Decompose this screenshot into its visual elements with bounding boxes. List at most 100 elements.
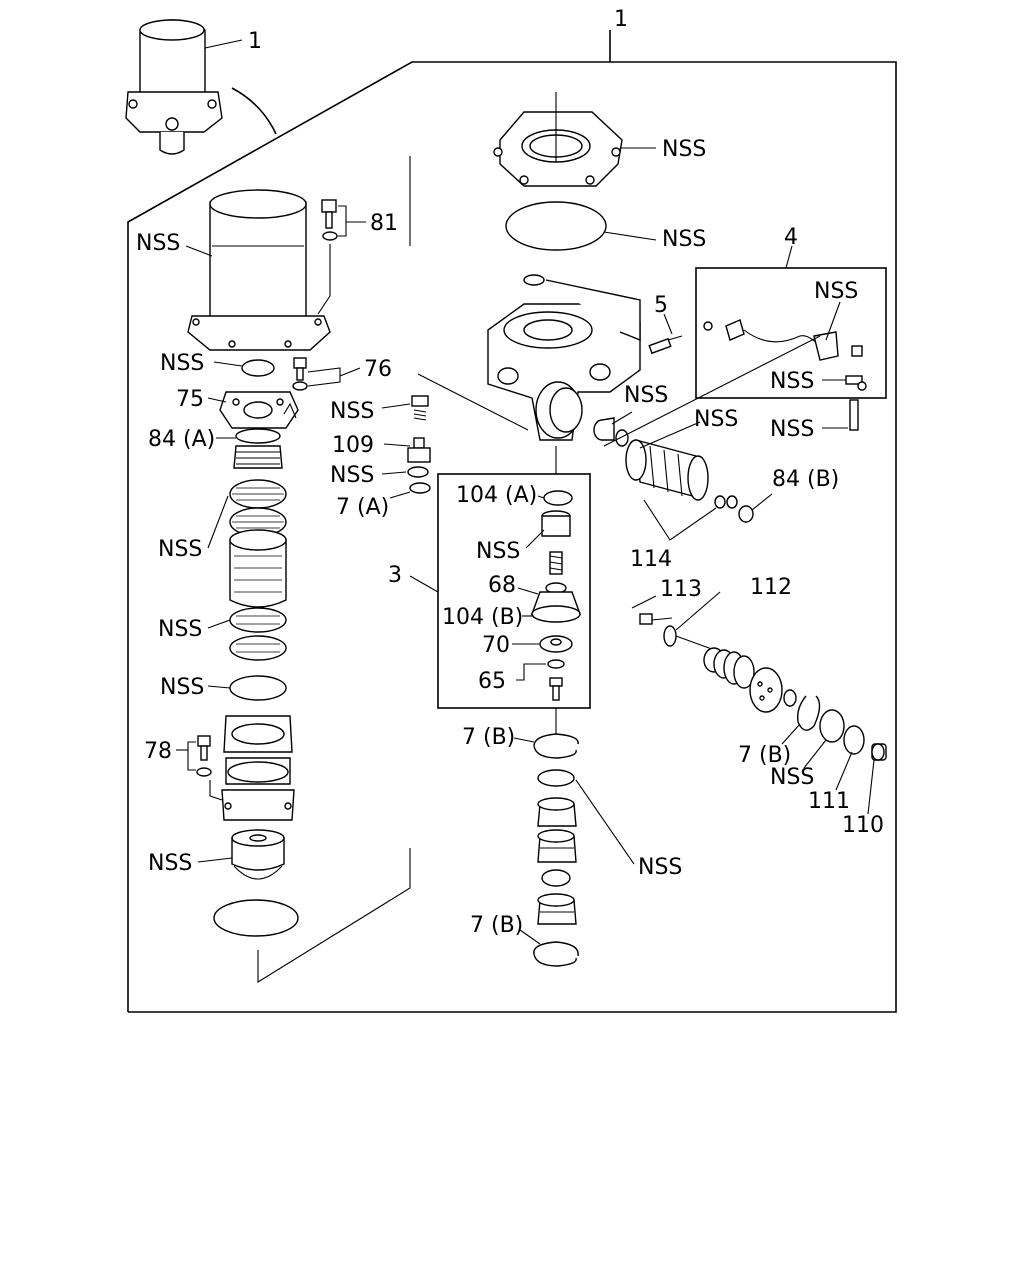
label-heater-nss-3: NSS [770, 417, 814, 442]
bolt-78 [196, 735, 212, 777]
bracket-81 [338, 205, 347, 237]
label-box-3: 3 [388, 563, 402, 588]
label-stack-nss: NSS [638, 855, 682, 880]
label-7b-right: 7 (B) [738, 743, 791, 768]
sensor-5 [648, 335, 683, 355]
leader-5 [663, 313, 673, 335]
leader-81-down [317, 244, 331, 315]
leader-washer-nss [803, 739, 827, 769]
lower-housing [221, 715, 295, 821]
bolt-81 [321, 199, 338, 241]
filter-stack-upper [229, 479, 287, 608]
leader-heater-nss-1 [825, 301, 841, 341]
leader-filters-nss [207, 495, 229, 549]
label-washer-nss: NSS [770, 765, 814, 790]
label-cartridge-nss: NSS [136, 231, 180, 256]
label-piston-nss: NSS [476, 539, 520, 564]
label-70: 70 [482, 633, 510, 658]
label-68: 68 [488, 573, 516, 598]
label-ring-nss: NSS [330, 463, 374, 488]
leader-111 [835, 751, 853, 791]
label-65: 65 [478, 669, 506, 694]
leader-113 [631, 595, 657, 609]
leader-114 [643, 499, 717, 541]
leader-sleeve-up [603, 335, 821, 447]
label-valve-nss: NSS [330, 399, 374, 424]
label-assembly-top: 1 [614, 7, 628, 32]
label-114: 114 [630, 547, 672, 572]
bracket-76 [307, 367, 341, 387]
label-7b-bottom: 7 (B) [470, 913, 523, 938]
box-4 [695, 267, 887, 399]
leader-75-tie [283, 402, 297, 419]
leader-lower-frame [257, 848, 411, 983]
part-112 [663, 625, 797, 713]
label-109: 109 [332, 433, 374, 458]
leader-109 [383, 443, 411, 447]
leader-valve-housing [417, 373, 529, 431]
leader-box-3 [409, 575, 439, 593]
plate-75 [219, 391, 299, 429]
part-111 [843, 725, 865, 755]
snap-7b-bottom [533, 941, 579, 967]
leader-fitting-nss [611, 411, 633, 425]
leader-75 [207, 397, 227, 403]
leader-oring-left [207, 685, 231, 689]
ring-7a [409, 482, 431, 494]
label-81: 81 [370, 211, 398, 236]
leader-gasket-nss [603, 231, 657, 241]
top-cover [493, 111, 623, 187]
leader-assembly-icon [204, 39, 243, 49]
part-84b-set [714, 495, 754, 523]
label-bottom-nss-left: NSS [148, 851, 192, 876]
leader-7b-right [781, 723, 801, 745]
leader-7b-bottom [519, 929, 541, 945]
sleeve [625, 439, 709, 501]
label-oring-nss-left: NSS [160, 675, 204, 700]
bottom-stack [537, 769, 577, 925]
label-heater-nss-1: NSS [814, 279, 858, 304]
label-110: 110 [842, 813, 884, 838]
bottom-valve-left [231, 829, 285, 880]
oring-left [229, 675, 287, 701]
label-box-4: 4 [784, 225, 798, 250]
label-sleeve-nss: NSS [694, 407, 738, 432]
label-104b: 104 (B) [442, 605, 523, 630]
leader-filters-lower-nss [207, 619, 231, 629]
leader-78-down [209, 780, 223, 801]
leader-ring-nss [381, 471, 407, 475]
valve-small [411, 395, 429, 421]
leader-84b [751, 493, 773, 511]
label-fitting-nss: NSS [624, 383, 668, 408]
label-filters-nss: NSS [158, 537, 202, 562]
seal-washer [241, 359, 275, 377]
box-3 [437, 473, 591, 709]
part-68 [531, 582, 581, 623]
washer-nss-right [819, 709, 845, 743]
label-filters-lower-nss: NSS [158, 617, 202, 642]
label-78: 78 [144, 739, 172, 764]
part-65 [547, 659, 565, 701]
oring-104a [543, 490, 573, 506]
label-104a: 104 (A) [456, 483, 537, 508]
snap-7b-right [796, 695, 821, 731]
leader-piston-nss [525, 529, 545, 549]
heater-connector [703, 319, 839, 361]
label-7a: 7 (A) [336, 495, 389, 520]
leader-110 [867, 759, 875, 815]
label-75: 75 [176, 387, 204, 412]
part-113 [639, 613, 673, 625]
valve-housing [487, 279, 641, 441]
label-112: 112 [750, 575, 792, 600]
gasket-ring [505, 201, 607, 251]
arrow-curve [231, 87, 277, 135]
label-111: 111 [808, 789, 850, 814]
label-7b-mid: 7 (B) [462, 725, 515, 750]
filter-stack-lower [229, 607, 287, 661]
leader-104a [537, 495, 545, 499]
small-oring-center [523, 274, 545, 286]
label-seal-nss: NSS [160, 351, 204, 376]
snap-7b-mid [533, 733, 579, 759]
part-109 [407, 437, 431, 463]
